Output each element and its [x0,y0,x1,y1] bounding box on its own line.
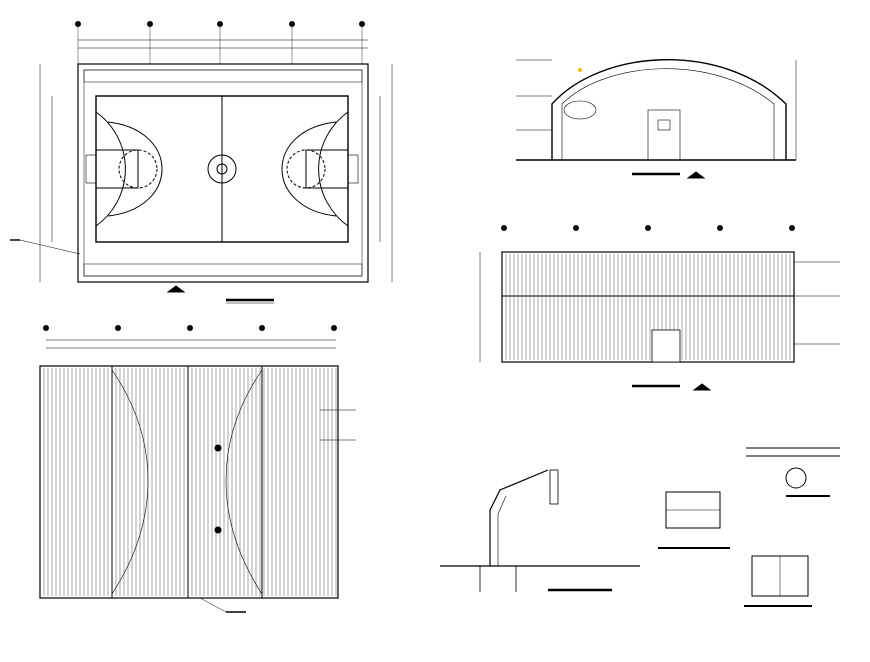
anchor-detail [658,491,730,549]
grid-axis-markers-top [75,21,365,27]
pipe-detail [746,447,840,497]
longitudinal-elevation [479,225,840,391]
cross-section [516,58,797,179]
court-floor-plan [10,21,393,304]
roof-plan [39,325,356,613]
footing-detail [744,555,812,607]
basket-detail [440,469,640,592]
